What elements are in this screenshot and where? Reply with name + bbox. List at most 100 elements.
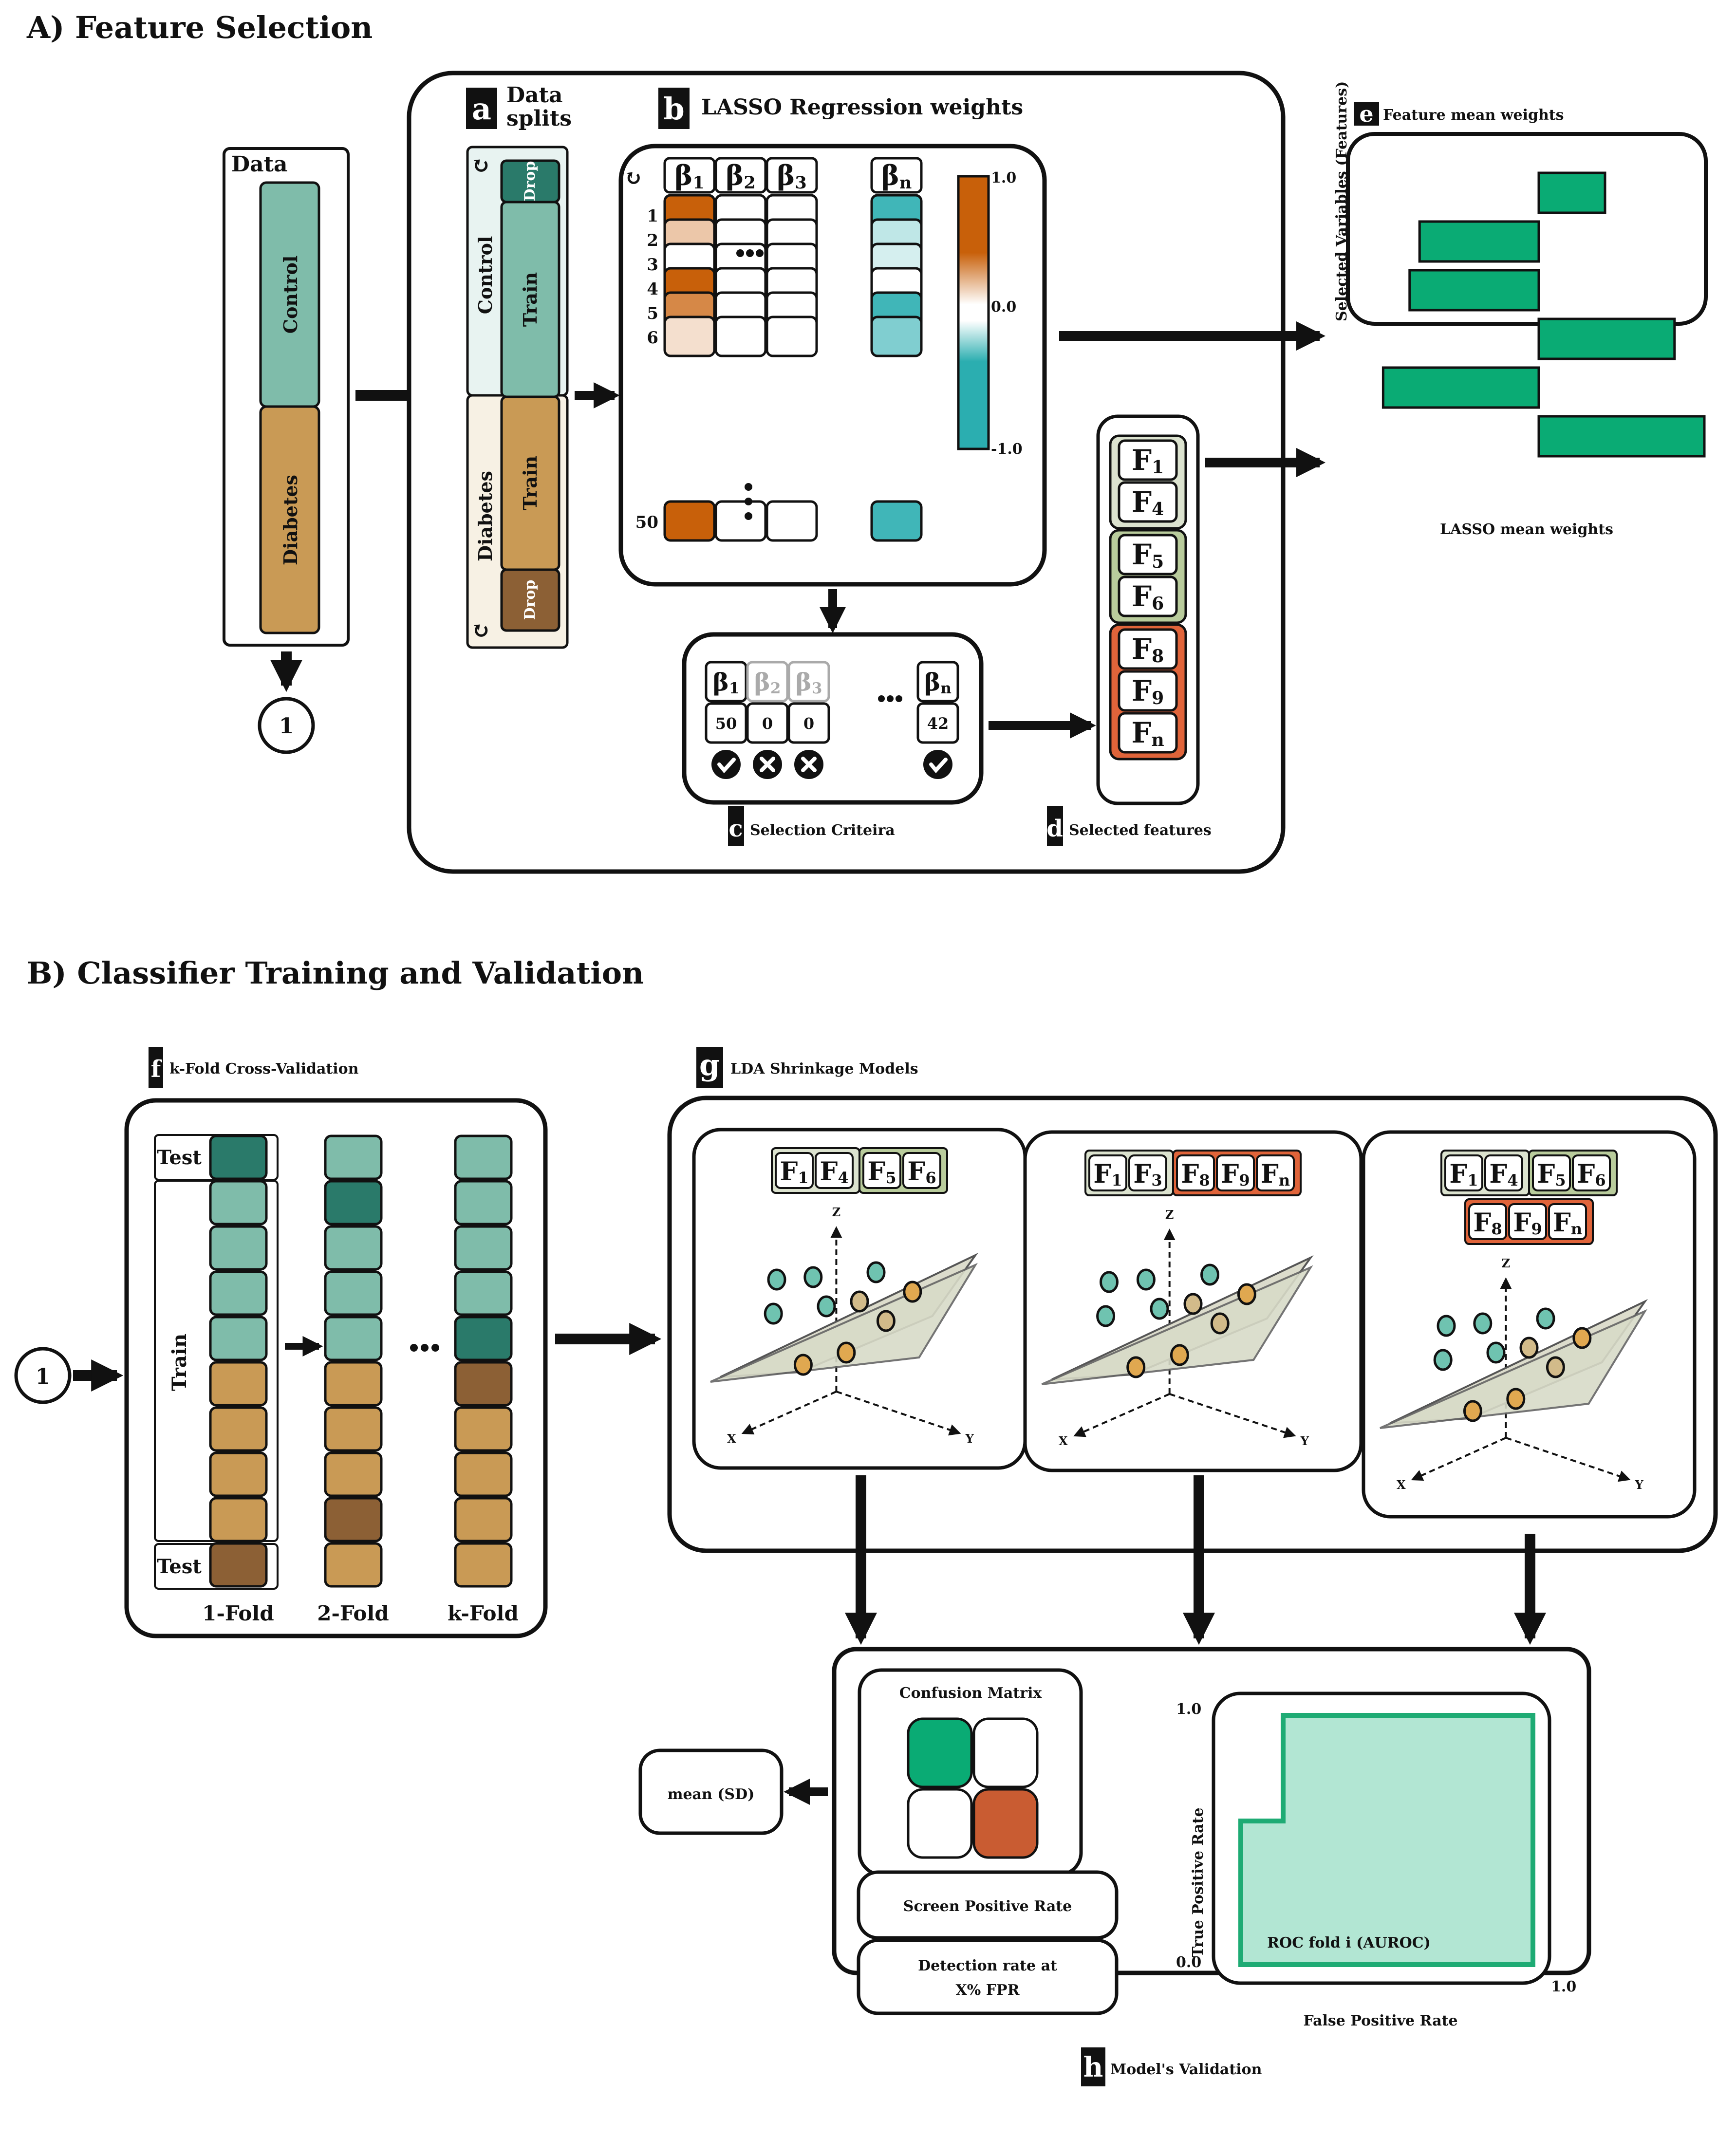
fold-block xyxy=(324,1316,383,1361)
fold-block xyxy=(209,1225,268,1271)
lasso-header-1: β1 xyxy=(663,157,716,194)
check-icon xyxy=(711,750,741,779)
svg-text:Drop: Drop xyxy=(522,580,539,620)
fold-block xyxy=(209,1406,268,1452)
badge-d: d Selected features xyxy=(1046,806,1212,846)
split-control-label: Control xyxy=(474,236,496,315)
fold-block xyxy=(324,1497,383,1542)
control-point xyxy=(1433,1349,1453,1371)
panel-c-title: Selection Criteira xyxy=(750,822,895,839)
svg-text:6: 6 xyxy=(647,328,658,348)
control-point xyxy=(1486,1341,1506,1364)
badge-a: a Data splits xyxy=(466,83,572,131)
feature-chip xyxy=(1484,1154,1523,1191)
svg-text:Fn: Fn xyxy=(1261,1159,1290,1189)
feature-chip xyxy=(1128,1154,1167,1191)
svg-text:F6: F6 xyxy=(1577,1159,1605,1189)
lasso-cell xyxy=(714,316,767,357)
resample-icon-lasso: ↻ xyxy=(624,166,642,190)
fold-block xyxy=(209,1542,268,1588)
feature-chip xyxy=(1468,1203,1507,1240)
mean-weight-bar xyxy=(1381,366,1540,409)
panel-h-title: Model's Validation xyxy=(1110,2061,1262,2078)
svg-text:F6: F6 xyxy=(907,1157,936,1187)
svg-text:d: d xyxy=(1046,815,1063,842)
feature-chip: F5 xyxy=(1118,534,1178,576)
panel-d-title: Selected features xyxy=(1069,822,1212,839)
roc-ylabel: True Positive Rate xyxy=(1190,1807,1207,1957)
fold-block xyxy=(324,1542,383,1588)
cm-false-positive xyxy=(972,1717,1039,1788)
svg-text:X: X xyxy=(727,1431,736,1446)
svg-text:b: b xyxy=(663,91,684,127)
lasso-cell xyxy=(663,500,716,542)
roc-label: ROC fold i (AUROC) xyxy=(1267,1934,1431,1951)
svg-text:Test: Test xyxy=(157,1555,202,1578)
criteria-count: 50 xyxy=(715,714,737,733)
control-point xyxy=(1200,1264,1219,1286)
fold-label: k-Fold xyxy=(448,1601,519,1625)
svg-text:e: e xyxy=(1359,101,1373,127)
panel-f-title: k-Fold Cross-Validation xyxy=(169,1060,359,1078)
fold-block xyxy=(209,1451,268,1497)
mean-weights-chart xyxy=(1381,171,1706,458)
fold-ellipsis xyxy=(421,1344,429,1352)
lasso-cell xyxy=(870,500,923,542)
feature-chip: F8 xyxy=(1118,628,1178,670)
diabetes-point xyxy=(1463,1400,1482,1422)
fold-block xyxy=(209,1316,268,1361)
svg-text:F3: F3 xyxy=(1133,1159,1162,1189)
svg-text:Fn: Fn xyxy=(1553,1208,1582,1238)
lasso-header-3: β3 xyxy=(765,157,818,194)
mean-weight-bar xyxy=(1418,220,1540,263)
svg-text:Train: Train xyxy=(519,456,541,510)
svg-text:2: 2 xyxy=(647,231,658,250)
feature-chip xyxy=(862,1152,901,1189)
fold-block xyxy=(324,1180,383,1226)
svg-text:Y: Y xyxy=(965,1431,974,1446)
diabetes-point xyxy=(837,1341,856,1364)
cm-false-negative xyxy=(907,1788,973,1859)
diabetes-point xyxy=(1572,1327,1592,1349)
control-point xyxy=(1473,1312,1493,1335)
criteria-count: 0 xyxy=(803,714,814,733)
svg-text:Test: Test xyxy=(157,1146,202,1169)
confusion-matrix-title: Confusion Matrix xyxy=(899,1685,1043,1702)
control-point xyxy=(817,1295,836,1318)
diabetes-point xyxy=(1546,1356,1565,1378)
vertical-ellipsis xyxy=(745,483,752,520)
confusion-matrix-box: Confusion Matrix xyxy=(858,1668,1083,1877)
fold-block xyxy=(454,1406,513,1452)
svg-text:4: 4 xyxy=(647,279,658,299)
connector-1-b: 1 xyxy=(14,1347,72,1404)
chart-ylabel: Selected Variables (Features) xyxy=(1333,81,1350,321)
svg-text:Train: Train xyxy=(519,272,541,327)
section-title-a: A) Feature Selection xyxy=(26,10,373,45)
feature-chip xyxy=(1572,1154,1611,1191)
svg-text:F1: F1 xyxy=(1132,444,1164,478)
fold-label: 2-Fold xyxy=(317,1601,389,1625)
fold-block xyxy=(324,1225,383,1271)
badge-c: c Selection Criteira xyxy=(728,806,895,846)
svg-text:F6: F6 xyxy=(1132,580,1164,614)
fold-block xyxy=(454,1225,513,1271)
svg-text:F8: F8 xyxy=(1473,1208,1502,1238)
svg-text:1: 1 xyxy=(647,206,658,226)
lasso-cell xyxy=(714,500,767,542)
feature-chip xyxy=(775,1152,814,1189)
colorbar-min: -1.0 xyxy=(991,441,1023,458)
svg-text:X: X xyxy=(1397,1478,1406,1492)
fold-block xyxy=(454,1180,513,1226)
criteria-column-2: β20 xyxy=(746,661,789,779)
